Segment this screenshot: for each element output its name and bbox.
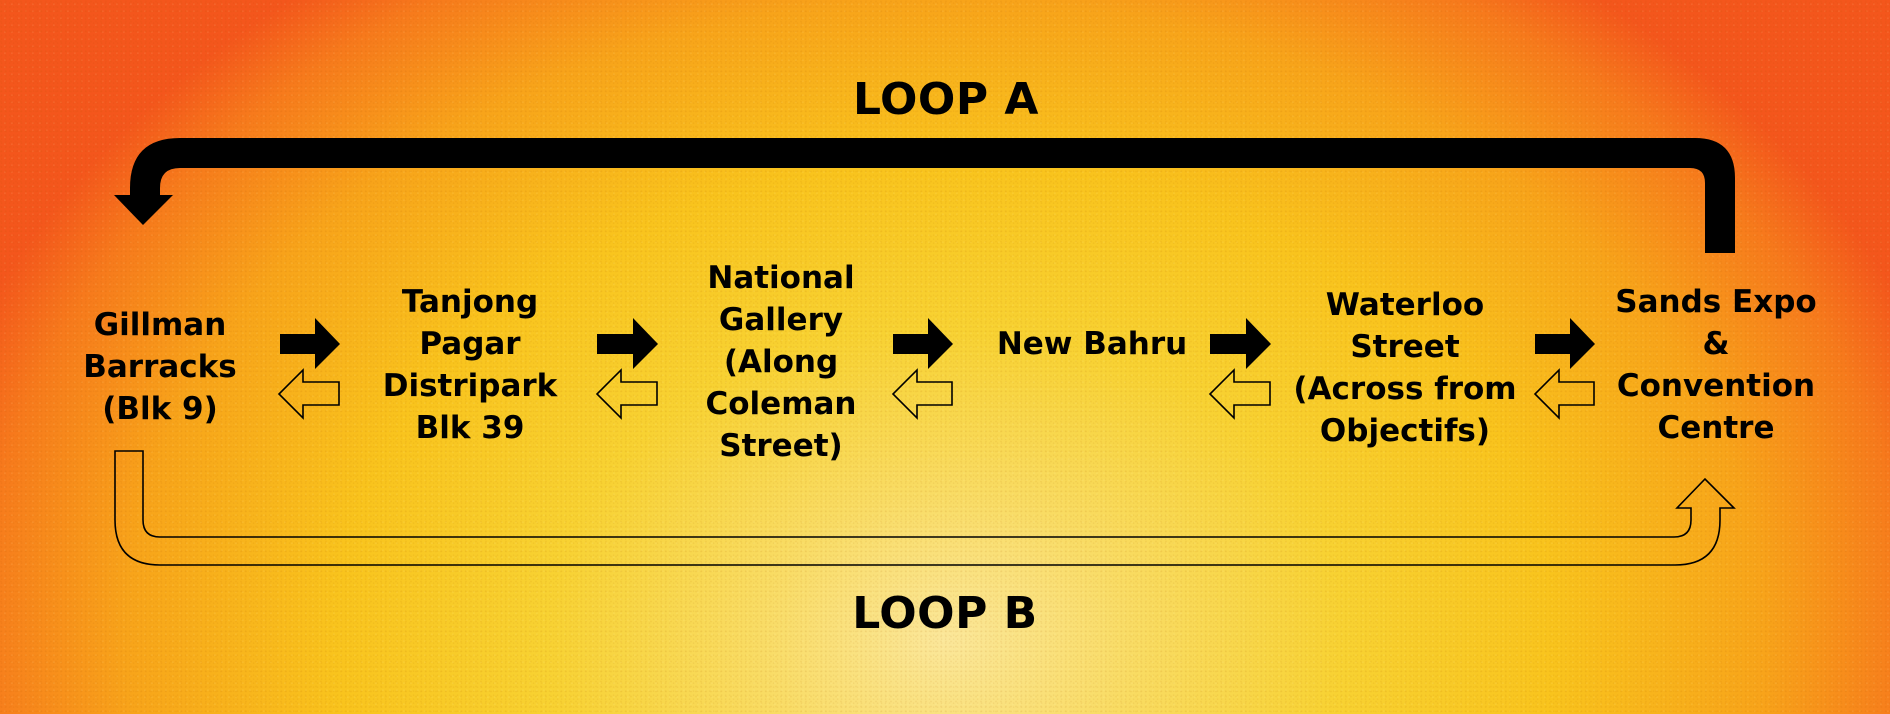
station-line: Objectifs) [1319, 413, 1491, 449]
station-line: (Along [723, 344, 839, 380]
forward-arrow-icon [597, 318, 658, 369]
station-line: (Blk 9) [102, 391, 218, 427]
station-waterloo-street: Waterloo Street (Across from Objectifs) [1293, 284, 1516, 452]
station-line: Pagar [419, 326, 521, 362]
station-line: Waterloo [1325, 287, 1485, 323]
station-line: Street [1350, 329, 1460, 365]
backward-arrow-icon [891, 368, 953, 420]
forward-arrow-icon [280, 318, 340, 369]
station-line: Street) [719, 428, 843, 464]
station-line: Gallery [718, 302, 844, 338]
station-line: Blk 39 [415, 410, 525, 446]
backward-arrow-icon [595, 368, 658, 420]
station-tanjong-pagar-distripark: Tanjong Pagar Distripark Blk 39 [383, 281, 558, 449]
station-national-gallery: National Gallery (Along Coleman Street) [706, 257, 857, 467]
station-line: Gillman [93, 307, 227, 343]
station-line: Tanjong [401, 284, 539, 320]
station-sands-expo: Sands Expo & Convention Centre [1615, 281, 1816, 449]
loop-a-path [114, 138, 1735, 253]
loop-b-label: LOOP B [852, 588, 1038, 639]
connector-3 [891, 318, 953, 420]
station-line: New Bahru [996, 326, 1188, 362]
forward-arrow-icon [1210, 318, 1271, 369]
station-new-bahru: New Bahru [997, 323, 1187, 365]
connector-5 [1533, 318, 1595, 420]
loop-a-label: LOOP A [853, 74, 1039, 125]
backward-arrow-icon [277, 368, 340, 420]
station-line: Barracks [83, 349, 237, 385]
station-line: & [1702, 326, 1730, 362]
connector-4 [1208, 318, 1271, 420]
station-line: Centre [1657, 410, 1775, 446]
connector-2 [595, 318, 658, 420]
station-line: Distripark [382, 368, 558, 404]
loop-a-arrowhead-icon [114, 195, 173, 225]
backward-arrow-icon [1533, 368, 1595, 420]
backward-arrow-icon [1208, 368, 1271, 420]
forward-arrow-icon [1535, 318, 1595, 369]
connector-1 [277, 318, 340, 420]
station-line: Coleman [705, 386, 857, 422]
forward-arrow-icon [893, 318, 953, 369]
station-line: (Across from [1293, 371, 1517, 407]
station-line: National [707, 260, 855, 296]
loop-b-path [114, 450, 1736, 566]
station-line: Convention [1616, 368, 1816, 404]
station-gillman-barracks: Gillman Barracks (Blk 9) [83, 304, 237, 430]
station-line: Sands Expo [1615, 284, 1817, 320]
